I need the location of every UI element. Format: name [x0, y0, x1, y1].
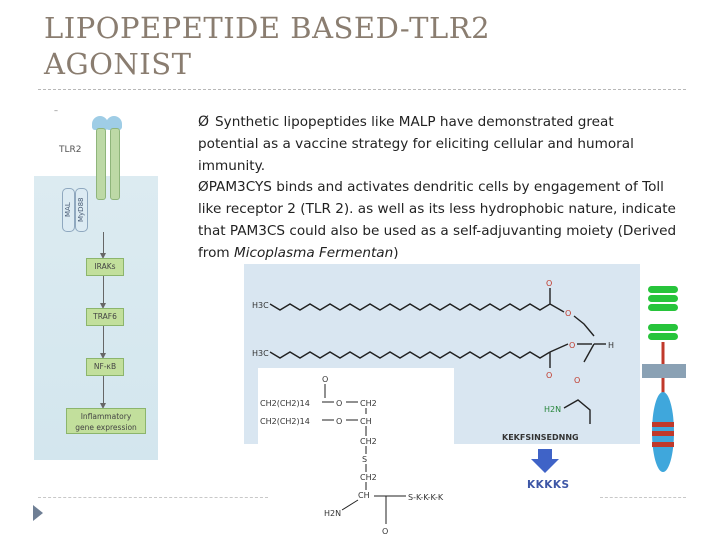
lipopeptide-structure-drawing: H3C O O H3C O O H O H2N KEKFSINSEDNNG [252, 279, 614, 442]
title-line-1: LIPOPEPETIDE BASED-TLR2 [44, 11, 491, 45]
methyl-label-1: H3C [252, 301, 269, 310]
footer-divider-left [38, 497, 268, 498]
bullet-arrow-icon: Ø [198, 179, 209, 196]
inset-chain-label-2: CH2(CH2)14 [260, 417, 310, 426]
inset-oxygen-3: O [322, 375, 328, 384]
receptor-segment-3 [648, 304, 678, 311]
inset-oxygen-1: O [336, 399, 342, 408]
hydrogen-label: H [608, 341, 614, 350]
sulfur-link-bond [583, 343, 595, 363]
inset-chain-label-1: CH2(CH2)14 [260, 399, 310, 408]
inset-bond-12 [341, 499, 359, 511]
receptor-drawing [642, 286, 686, 472]
inset-ch2-label-3: CH2 [360, 473, 377, 482]
figure-tick: – [54, 106, 58, 115]
slide-corner-arrow-icon [33, 505, 43, 521]
pam3cys-term: PAM3CYS [208, 179, 272, 196]
kkkks-label: KKKKS [527, 479, 570, 491]
inset-oxygen-2: O [336, 417, 342, 426]
organism-name: Micoplasma Fermentan [233, 244, 394, 261]
receptor-segment-4 [648, 324, 678, 331]
myd88-adapter: MyD88 [75, 188, 88, 232]
receptor-segment-2 [648, 295, 678, 302]
fatty-chain-2 [269, 351, 551, 359]
down-arrow-shape [531, 449, 559, 473]
methyl-label-2: H3C [252, 349, 269, 358]
arrow-to-traf6 [100, 276, 106, 309]
receptor-segment-1 [648, 286, 678, 293]
inset-ch-label-2: CH [358, 491, 370, 500]
oxygen-label-2: O [565, 309, 571, 318]
inset-amine-label: H2N [324, 509, 341, 518]
oxygen-label-1: O [546, 279, 552, 288]
tlr2-label: TLR2 [59, 145, 82, 155]
bullet-2-end: ) [393, 244, 399, 261]
fatty-chain-1 [269, 303, 551, 311]
bullet-1-text: Synthetic lipopeptides like MALP have de… [198, 114, 634, 174]
receptor-stalk-left [96, 128, 106, 200]
gene-expression-line-1: Inflammatory [80, 412, 132, 421]
iraks-node: IRAKs [86, 258, 124, 276]
tlr2-pathway-figure: – TLR2 MAL MyD88 IRAKs TRAF6 NF-κB Infla… [34, 100, 158, 460]
arrow-to-gene-expression [100, 376, 106, 409]
receptor-band-3 [652, 442, 674, 447]
footer-divider-right [600, 497, 686, 498]
receptor-band-1 [652, 422, 674, 427]
amine-label: H2N [544, 405, 561, 414]
gene-expression-line-2: gene expression [75, 423, 137, 432]
receptor-cap-left [92, 116, 108, 130]
oxygen-label-3: O [546, 371, 552, 380]
arrow-to-iraks [100, 232, 106, 259]
receptor-segment-5 [648, 333, 678, 340]
nfkb-node: NF-κB [86, 358, 124, 376]
inset-sulfur-label: S [362, 455, 367, 464]
inset-ch2-label-2: CH2 [360, 437, 377, 446]
title-divider [38, 89, 686, 90]
inset-oxygen-4: O [382, 527, 388, 536]
pam3cys-structure-drawing: CH2(CH2)14 CH2(CH2)14 O O O CH2 CH CH2 S… [260, 375, 444, 536]
glycerol-bond [573, 315, 595, 337]
arrow-to-nfkb [100, 326, 106, 359]
receptor-stalk-right [110, 128, 120, 200]
ester-bond-2 [549, 343, 569, 353]
ester-bond-1 [549, 303, 565, 313]
down-arrow-polygon [531, 449, 559, 473]
peptide-backbone [563, 399, 591, 424]
bullet-2: ØPAM3CYS binds and activates dendritic c… [198, 177, 678, 264]
down-arrow-icon [531, 449, 559, 473]
oxygen-label-5: O [574, 376, 580, 385]
gene-expression-node: Inflammatory gene expression [66, 408, 146, 434]
slide-title: LIPOPEPETIDE BASED-TLR2 AGONIST [44, 10, 704, 82]
traf6-node: TRAF6 [86, 308, 124, 326]
receptor-cap-right [106, 116, 122, 130]
bullet-arrow-icon: Ø [198, 114, 210, 130]
inset-ch2-label-1: CH2 [360, 399, 377, 408]
inset-ch-label-1: CH [360, 417, 372, 426]
pam3cys-structure-inset: CH2(CH2)14 CH2(CH2)14 O O O CH2 CH CH2 S… [258, 368, 454, 540]
title-line-2: AGONIST [44, 47, 192, 81]
inset-chain-label: S-K-K-K-K [408, 493, 444, 502]
mal-adapter: MAL [62, 188, 75, 232]
receptor-band-2 [652, 431, 674, 436]
tlr-receptor-illustration [640, 284, 690, 484]
bullet-2-text: binds and activates dendritic cells by e… [198, 179, 677, 261]
oxygen-label-4: O [569, 341, 575, 350]
membrane-band [642, 364, 686, 378]
peptide-sequence: KEKFSINSEDNNG [502, 433, 579, 442]
